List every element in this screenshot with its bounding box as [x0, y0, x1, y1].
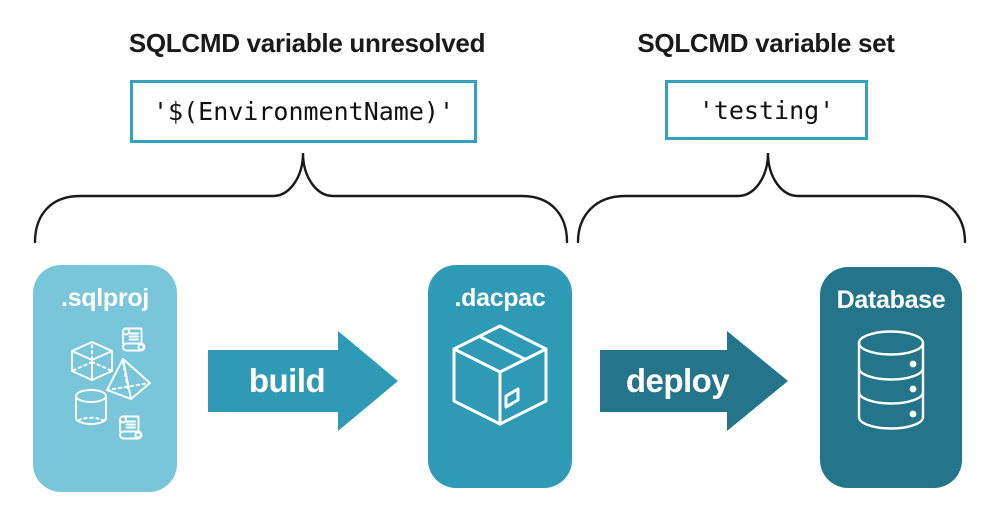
heading-sqlcmd-set: SQLCMD variable set — [637, 28, 895, 58]
sqlproj-objects-icons — [71, 327, 151, 440]
deploy-arrow-label: deploy — [625, 361, 730, 399]
package-box-icon — [452, 324, 548, 426]
heading-sqlcmd-unresolved: SQLCMD variable unresolved — [128, 28, 486, 58]
cube-icon — [71, 341, 113, 381]
node-dacpac-label: .dacpac — [454, 284, 546, 312]
cylinder-icon — [75, 389, 107, 425]
curly-brace-left — [33, 152, 569, 244]
node-sqlproj-label: .sqlproj — [61, 284, 149, 312]
code-value-environment-name: '$(EnvironmentName)' — [152, 97, 455, 126]
code-value-testing: 'testing' — [698, 95, 835, 125]
deploy-arrow — [600, 331, 788, 431]
database-cylinder-icon — [857, 330, 925, 430]
node-database: Database — [820, 267, 962, 488]
script-scroll-icon — [122, 327, 146, 352]
build-arrow-label: build — [248, 361, 326, 399]
node-database-label: Database — [836, 286, 946, 314]
script-scroll-icon — [119, 415, 143, 440]
curly-brace-right — [576, 152, 967, 244]
curly-braces — [33, 152, 967, 244]
code-box-testing: 'testing' — [665, 80, 868, 140]
build-arrow — [208, 331, 398, 431]
node-sqlproj: .sqlproj — [33, 265, 177, 492]
pyramid-icon — [106, 358, 151, 400]
code-box-environment-name: '$(EnvironmentName)' — [130, 80, 477, 143]
